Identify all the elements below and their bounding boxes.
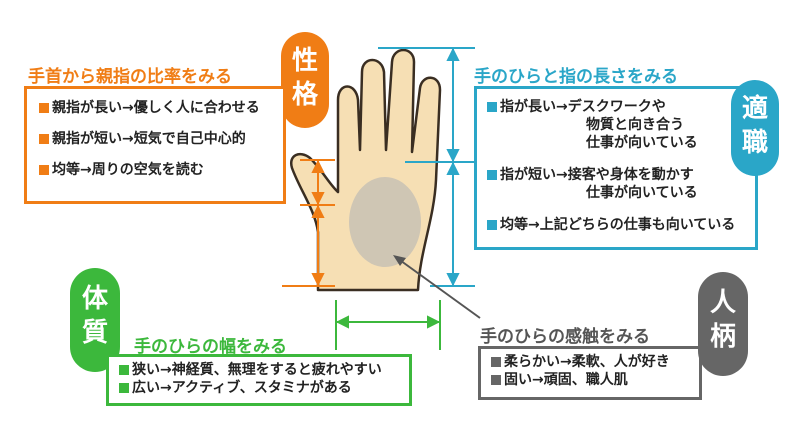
bullet-square-icon [39,103,49,113]
aptitude-heading: 手のひらと指の長さをみる [474,67,678,87]
palm-center-oval [349,177,421,267]
personality-badge-char-1: 性 [291,46,318,76]
bullet-square-icon [487,170,497,180]
aptitude-badge-char-2: 職 [741,128,768,158]
bullet-square-icon [491,357,501,367]
aptitude-badge: 適 職 [731,80,779,176]
constitution-badge-char-2: 質 [81,318,108,348]
length-markers [378,47,475,287]
constitution-badge-char-1: 体 [81,284,108,314]
bullet-square-icon [39,134,49,144]
aptitude-item-1: 指が長い→デスクワークや [487,98,755,116]
thumb-ratio-markers [282,159,335,287]
constitution-box: 狭い→神経質、無理をすると疲れやすい 広い→アクティブ、スタミナがある [106,354,412,406]
personality-badge: 性 格 [281,32,329,128]
character-box: 柔らかい→柔軟、人が好き 固い→頑固、職人肌 [478,346,702,400]
character-item-1: 柔らかい→柔軟、人が好き [491,353,699,371]
personality-item-2: 親指が短い→短気で自己中心的 [39,130,283,148]
aptitude-item-2: 指が短い→接客や身体を動かす [487,166,755,184]
aptitude-box: 指が長い→デスクワークや 物質と向き合う 仕事が向いている 指が短い→接客や身体… [474,86,758,250]
aptitude-item-1-line-2: 物質と向き合う [586,117,684,133]
constitution-item-1: 狭い→神経質、無理をすると疲れやすい [119,361,409,379]
character-heading: 手のひらの感触をみる [480,327,650,347]
personality-item-3: 均等→周りの空気を読む [39,161,283,179]
character-item-2: 固い→頑固、職人肌 [491,371,699,389]
bullet-square-icon [119,383,129,393]
constitution-heading: 手のひらの幅をみる [134,337,287,357]
character-badge-char-2: 柄 [709,322,736,352]
bullet-square-icon [491,375,501,385]
width-markers [335,300,441,350]
palm-pointer [393,255,481,319]
bullet-square-icon [39,165,49,175]
aptitude-item-1-line-3: 仕事が向いている [586,135,698,151]
character-badge: 人 柄 [698,272,748,376]
personality-badge-char-2: 格 [291,80,318,110]
aptitude-badge-char-1: 適 [741,94,768,124]
personality-heading: 手首から親指の比率をみる [28,67,232,87]
aptitude-item-3: 均等→上記どちらの仕事も向いている [487,216,755,234]
hand-icon [289,48,442,292]
bullet-square-icon [487,102,497,112]
constitution-item-2: 広い→アクティブ、スタミナがある [119,379,409,397]
aptitude-item-2-line-2: 仕事が向いている [586,185,698,201]
personality-item-1: 親指が長い→優しく人に合わせる [39,99,283,117]
constitution-badge: 体 質 [70,268,120,372]
bullet-square-icon [487,220,497,230]
bullet-square-icon [119,365,129,375]
personality-box: 親指が長い→優しく人に合わせる 親指が短い→短気で自己中心的 均等→周りの空気を… [24,86,286,204]
character-badge-char-1: 人 [709,288,736,318]
